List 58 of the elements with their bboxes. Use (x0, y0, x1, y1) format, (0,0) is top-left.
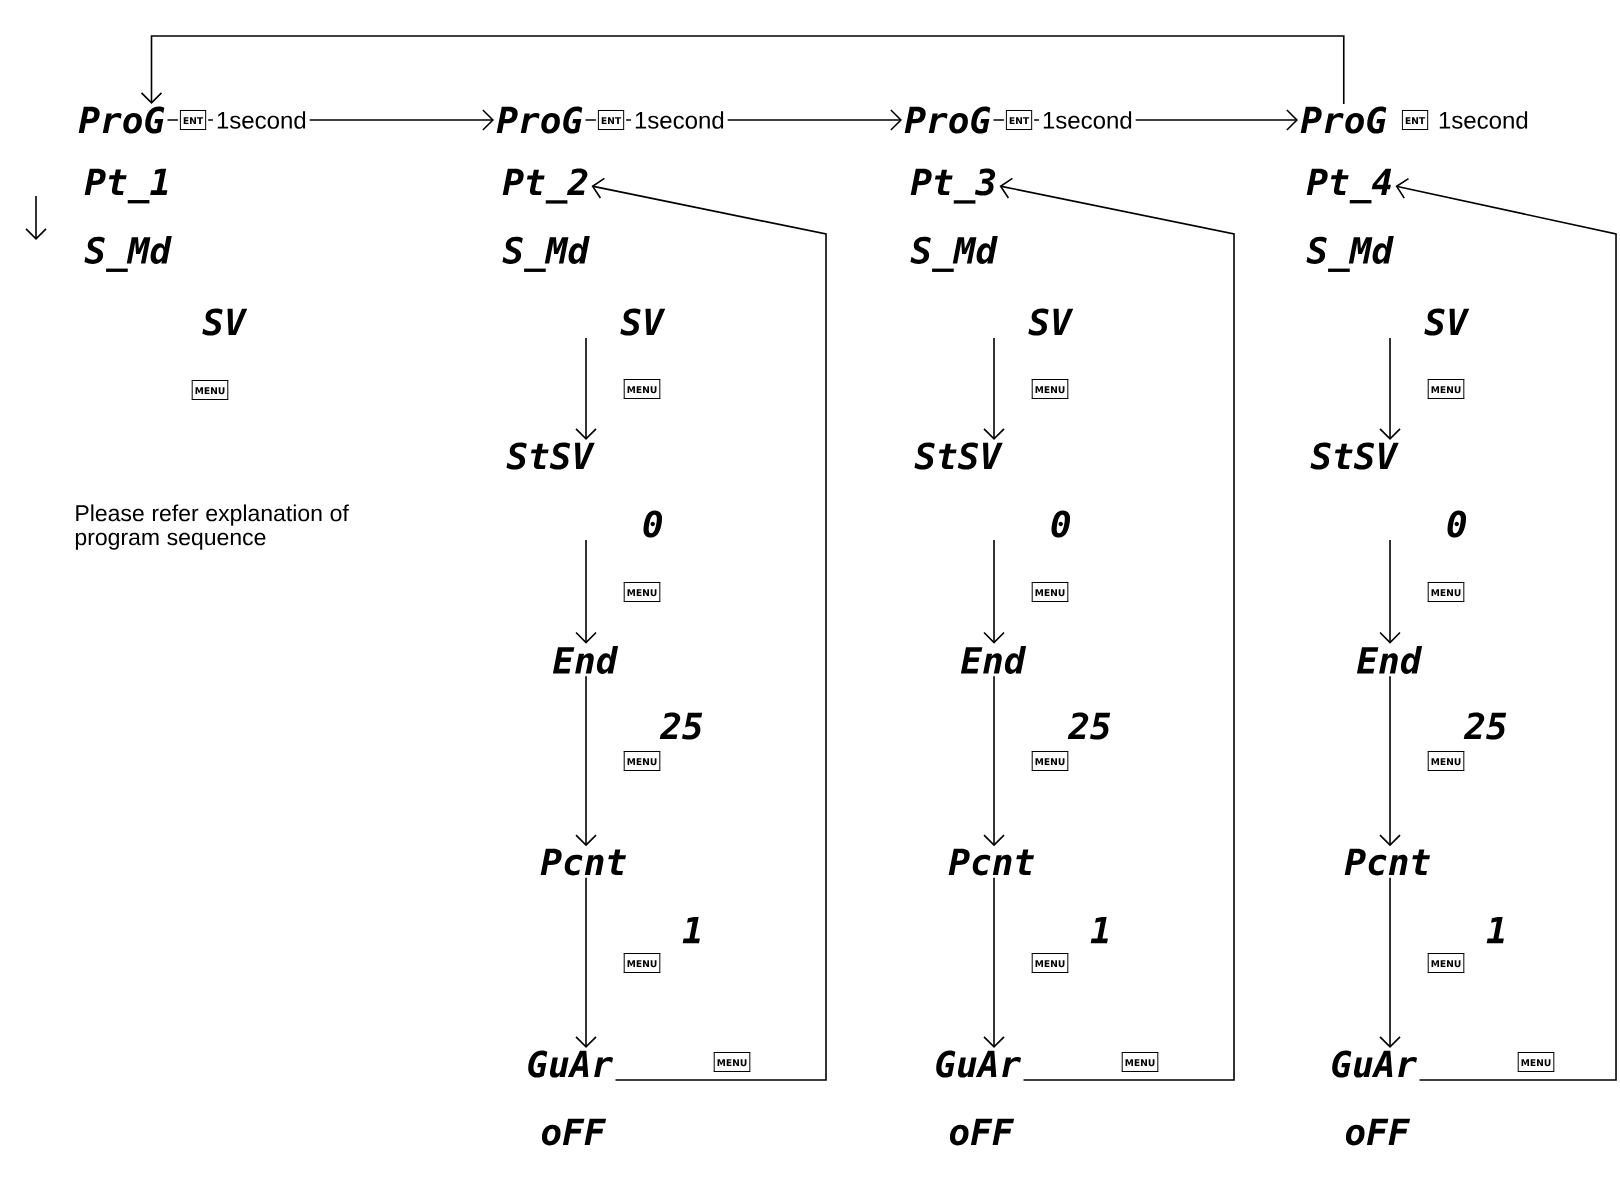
display-text: 0 (643, 510, 663, 538)
arrow (1379, 337, 1401, 440)
display-text: Pcnt (948, 848, 1034, 876)
display-text: 25 (1463, 712, 1507, 740)
display-text: SV (202, 308, 248, 336)
display-text: End (552, 646, 619, 674)
arrow (575, 539, 597, 644)
display-text: S_Md (84, 236, 172, 272)
display-text: 25 (659, 712, 703, 740)
display-text: Pt_3 (910, 168, 996, 204)
arrow (591, 177, 827, 1081)
display-text: ProG (904, 106, 991, 134)
note-text: Please refer explanation of program sequence (75, 504, 349, 550)
display-text: 25 (1067, 712, 1111, 740)
arrow (1395, 177, 1617, 1081)
display-text: 0 (1447, 510, 1467, 538)
display-text: Pcnt (1344, 848, 1430, 876)
display-text: GuAr (1332, 1050, 1417, 1078)
arrow (1379, 675, 1401, 847)
arrow (983, 675, 1005, 847)
display-text: ProG (1300, 106, 1387, 134)
display-text: Pt_2 (502, 168, 588, 204)
arrow (140, 35, 1345, 105)
arrow (1379, 877, 1401, 1048)
arrow (575, 675, 597, 847)
display-text: GuAr (936, 1050, 1021, 1078)
display-text: Pt_1 (84, 168, 168, 204)
display-text: Pcnt (540, 848, 626, 876)
display-text: 1 (1486, 916, 1504, 944)
display-text: ProG (78, 106, 165, 134)
display-text: SV (1028, 308, 1074, 336)
arrow (983, 337, 1005, 440)
display-text: SV (1424, 308, 1470, 336)
duration-text: 1second (1434, 108, 1532, 132)
display-text: S_Md (502, 236, 590, 272)
display-text: Pt_4 (1306, 168, 1392, 204)
arrow (575, 337, 597, 440)
display-text: StSV (914, 442, 1003, 470)
arrow (983, 539, 1005, 644)
display-text: oFF (949, 1118, 1015, 1146)
display-text: S_Md (1306, 236, 1394, 272)
display-text: SV (620, 308, 666, 336)
display-text: oFF (541, 1118, 607, 1146)
display-text: StSV (506, 442, 595, 470)
display-text: 1 (682, 916, 700, 944)
display-text: oFF (1345, 1118, 1411, 1146)
arrow (575, 877, 597, 1048)
display-text: StSV (1310, 442, 1399, 470)
arrow (983, 877, 1005, 1048)
display-text: 1 (1090, 916, 1108, 944)
display-text: End (960, 646, 1027, 674)
arrow (999, 177, 1235, 1081)
display-text: 0 (1051, 510, 1071, 538)
display-text: End (1356, 646, 1423, 674)
display-text: S_Md (910, 236, 998, 272)
arrow (1379, 539, 1401, 644)
display-text: ProG (496, 106, 583, 134)
display-text: GuAr (528, 1050, 613, 1078)
